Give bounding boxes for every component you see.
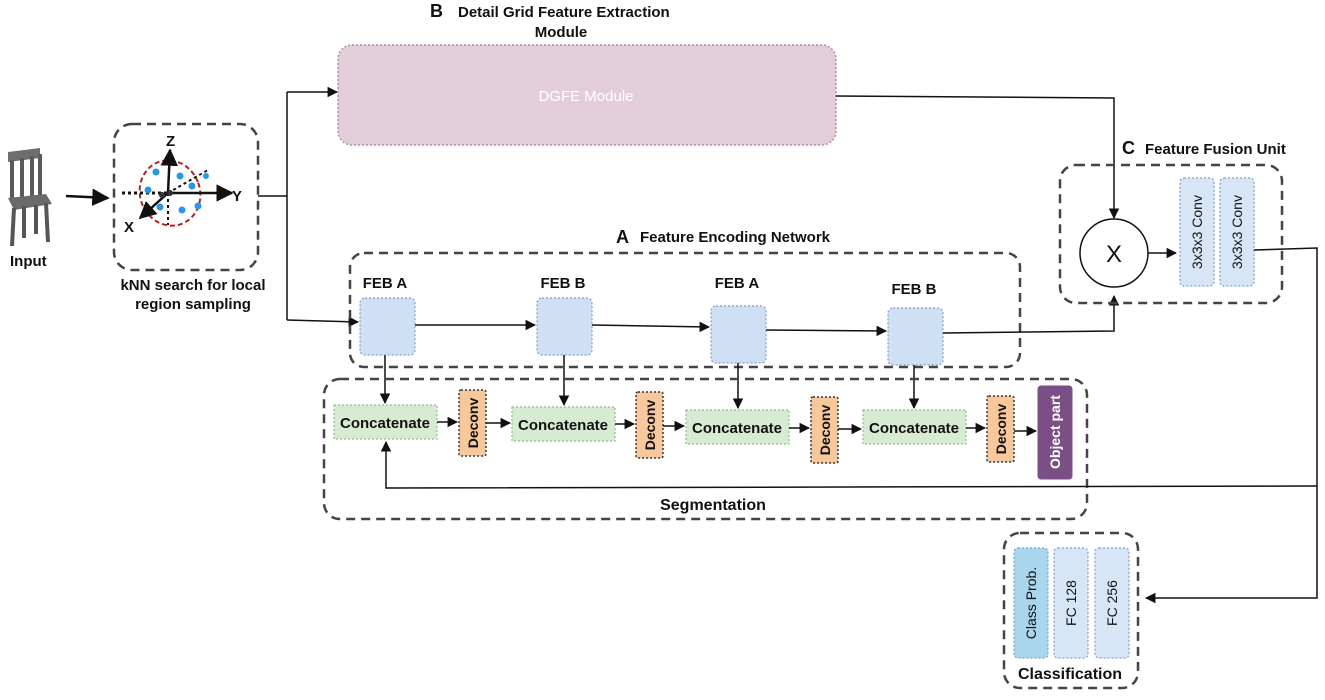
axis-y-label: Y [232, 188, 242, 205]
class-prob-label: Class Prob. [1023, 567, 1039, 639]
fc256-label: FC 256 [1104, 580, 1120, 626]
class-prob-block [1013, 547, 1049, 659]
multiply-symbol: X [1106, 241, 1122, 268]
dgfe-to-fusion-arrow [835, 95, 1120, 220]
3d-axes-icon [122, 148, 234, 227]
knn-box [112, 122, 260, 272]
fc128-block [1053, 547, 1089, 659]
feb4-to-fusion-arrow [942, 294, 1120, 334]
section-a-letter: A [616, 227, 629, 247]
conv-to-classification-arrow [1144, 247, 1318, 604]
feb2-to-feb3-arrow [591, 321, 711, 333]
classification-box [1002, 531, 1140, 690]
concat-label-1: Concatenate [340, 415, 430, 432]
knn-to-encoder-arrow [286, 316, 360, 327]
section-a-title: Feature Encoding Network [640, 229, 831, 246]
conv-label-1: 3x3x3 Conv [1189, 195, 1205, 269]
feb-label-4: FEB B [892, 281, 937, 298]
section-b-title-line1: Detail Grid Feature Extraction [458, 4, 670, 21]
deconv-label-3: Deconv [817, 405, 833, 456]
feb-label-1: FEB A [363, 275, 408, 292]
deconv-label-4: Deconv [993, 404, 1009, 455]
classification-label: Classification [1018, 666, 1122, 683]
dgfe-module-box [337, 44, 837, 146]
axis-x-label: X [124, 219, 134, 236]
concat-label-2: Concatenate [518, 417, 608, 434]
object-part-label: Object part [1047, 395, 1063, 469]
conv-block-2 [1219, 177, 1255, 287]
feb-block-1 [359, 297, 416, 356]
section-b-title-line2: Module [535, 24, 588, 41]
deconv-label-1: Deconv [465, 398, 481, 449]
feb-label-2: FEB B [541, 275, 586, 292]
input-label: Input [10, 253, 47, 270]
feb3-to-feb4-arrow [765, 325, 888, 337]
conv-to-segmentation-arrow [380, 440, 1318, 489]
conv-block-1 [1179, 177, 1215, 287]
concat-block-4 [862, 409, 967, 445]
knn-caption-line1: kNN search for local [120, 277, 265, 294]
conv-label-2: 3x3x3 Conv [1229, 195, 1245, 269]
concat-block-1 [333, 404, 438, 440]
segmentation-label: Segmentation [660, 497, 766, 514]
deconv-block-4 [986, 395, 1015, 463]
chair-point-cloud-icon [8, 148, 52, 246]
fc128-label: FC 128 [1063, 580, 1079, 626]
concat-label-3: Concatenate [692, 420, 782, 437]
concat-block-3 [685, 409, 790, 445]
feature-fusion-box [1058, 163, 1284, 305]
axis-z-label: Z [166, 133, 175, 150]
knn-caption-line2: region sampling [135, 296, 251, 313]
deconv-block-3 [810, 396, 839, 464]
section-c-letter: C [1122, 138, 1135, 158]
section-b-letter: B [430, 1, 443, 21]
dgfe-module-label: DGFE Module [538, 88, 633, 105]
concat-label-4: Concatenate [869, 420, 959, 437]
feature-encoding-box [348, 251, 1022, 369]
feb-block-3 [710, 305, 767, 364]
segmentation-box [322, 377, 1089, 521]
deconv-label-2: Deconv [642, 400, 658, 451]
feb-block-4 [887, 307, 944, 366]
input-to-knn-arrow [65, 188, 110, 206]
deconv-block-2 [635, 391, 664, 459]
object-part-block [1037, 385, 1073, 480]
section-c-title: Feature Fusion Unit [1145, 141, 1286, 158]
feb-block-2 [536, 297, 593, 356]
fc256-block [1094, 547, 1130, 659]
feb-label-3: FEB A [715, 275, 760, 292]
